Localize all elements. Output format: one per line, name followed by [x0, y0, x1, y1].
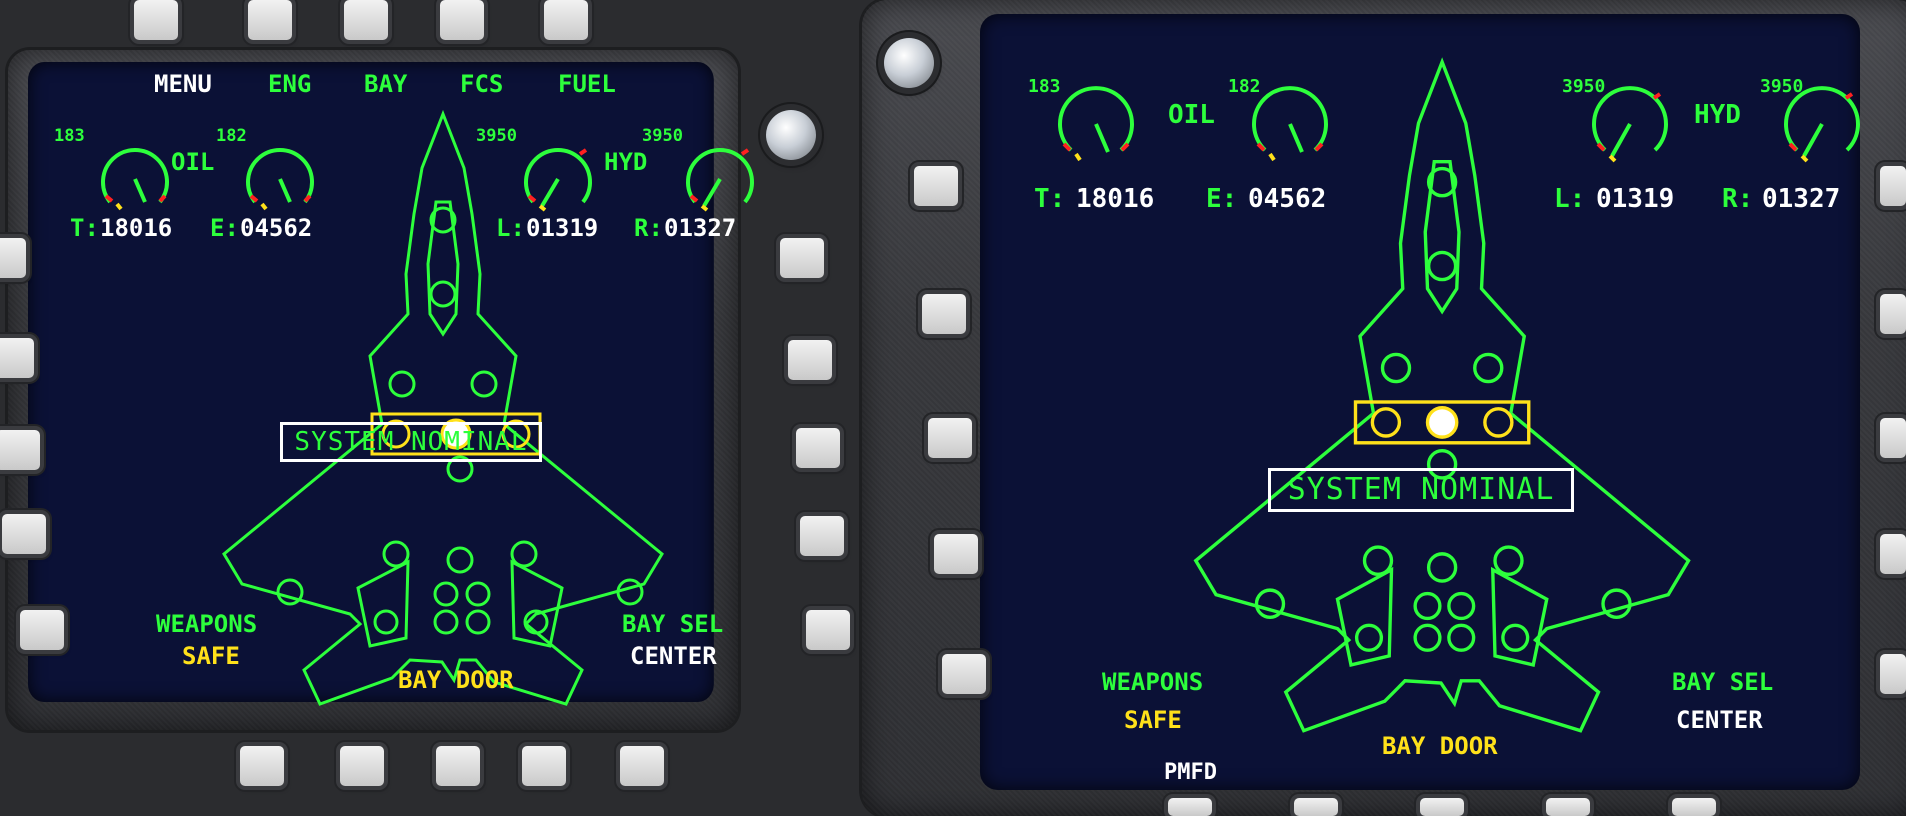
hyd-left-value-r: 3950 — [1562, 76, 1606, 97]
left-osb-right-1[interactable] — [780, 238, 824, 278]
bay-door-label-r: BAY DOOR — [1382, 732, 1498, 760]
hyd-left-value: 3950 — [476, 126, 517, 146]
oil-label-r: OIL — [1168, 100, 1215, 130]
left-osb-top-3[interactable] — [344, 0, 388, 40]
bay-door-label: BAY DOOR — [398, 666, 514, 694]
aircraft-planform-r — [1193, 57, 1691, 733]
weapons-state: SAFE — [182, 642, 240, 670]
l-value: 01319 — [526, 214, 599, 242]
right-osb-right-5[interactable] — [1880, 654, 1906, 694]
e-value-r: 04562 — [1248, 184, 1327, 214]
right-osb-bottom-2[interactable] — [1294, 798, 1338, 816]
right-osb-left-3[interactable] — [928, 418, 972, 458]
left-osb-left-1[interactable] — [0, 238, 26, 278]
hyd-right-value-r: 3950 — [1760, 76, 1804, 97]
right-osb-bottom-5[interactable] — [1672, 798, 1716, 816]
left-osb-left-4[interactable] — [2, 514, 46, 554]
oil-right-value: 182 — [216, 126, 247, 146]
oil-left-gauge-r — [1058, 86, 1134, 162]
right-osb-left-4[interactable] — [934, 534, 978, 574]
right-osb-right-2[interactable] — [1880, 294, 1906, 334]
system-status-text: SYSTEM NOMINAL — [294, 427, 528, 457]
menu-label-eng: ENG — [268, 70, 312, 98]
e-label: E: — [210, 214, 239, 242]
r-label: R: — [634, 214, 663, 242]
system-status-box-r: SYSTEM NOMINAL — [1268, 468, 1574, 512]
right-osb-bottom-1[interactable] — [1168, 798, 1212, 816]
oil-left-gauge — [101, 148, 169, 211]
left-osb-bottom-5[interactable] — [620, 746, 664, 786]
l-value-r: 01319 — [1596, 184, 1675, 214]
l-label: L: — [496, 214, 525, 242]
hyd-right-value: 3950 — [642, 126, 683, 146]
r-value: 01327 — [664, 214, 737, 242]
left-osb-top-5[interactable] — [544, 0, 588, 40]
hyd-label-r: HYD — [1694, 100, 1741, 130]
t-label-r: T: — [1034, 184, 1066, 214]
weapons-state-r: SAFE — [1124, 706, 1182, 734]
bay-sel-label: BAY SEL — [622, 610, 724, 638]
menu-label-menu: MENU — [154, 70, 212, 98]
hyd-right-gauge-r — [1784, 86, 1860, 163]
left-osb-right-5[interactable] — [806, 610, 850, 650]
left-brightness-knob[interactable] — [766, 110, 816, 160]
t-label: T: — [70, 214, 99, 242]
bay-sel-label-r: BAY SEL — [1672, 668, 1774, 696]
bay-sel-value: CENTER — [630, 642, 717, 670]
hyd-right-gauge — [686, 148, 754, 212]
system-status-box: SYSTEM NOMINAL — [280, 422, 542, 462]
weapons-label: WEAPONS — [156, 610, 258, 638]
left-osb-right-3[interactable] — [796, 428, 840, 468]
t-value: 18016 — [100, 214, 173, 242]
menu-label-fcs: FCS — [460, 70, 504, 98]
left-osb-bottom-3[interactable] — [436, 746, 480, 786]
l-label-r: L: — [1554, 184, 1586, 214]
aircraft-planform — [222, 109, 664, 706]
oil-right-gauge — [246, 148, 314, 211]
right-osb-bottom-3[interactable] — [1420, 798, 1464, 816]
left-osb-left-3[interactable] — [0, 430, 40, 470]
right-brightness-knob[interactable] — [884, 38, 934, 88]
hyd-label: HYD — [604, 148, 648, 176]
e-value: 04562 — [240, 214, 313, 242]
left-osb-top-1[interactable] — [134, 0, 178, 40]
left-osb-top-2[interactable] — [248, 0, 292, 40]
oil-left-value-r: 183 — [1028, 76, 1061, 97]
left-osb-bottom-2[interactable] — [340, 746, 384, 786]
left-osb-bottom-4[interactable] — [522, 746, 566, 786]
left-osb-bottom-1[interactable] — [240, 746, 284, 786]
right-osb-left-2[interactable] — [922, 294, 966, 334]
left-osb-left-2[interactable] — [0, 338, 34, 378]
oil-left-value: 183 — [54, 126, 85, 146]
right-osb-left-1[interactable] — [914, 166, 958, 206]
right-mfd-display: 183 OIL 182 3950 HYD 3950 T: 18016 E: 04… — [980, 14, 1860, 790]
menu-label-bay: BAY — [364, 70, 408, 98]
oil-right-value-r: 182 — [1228, 76, 1261, 97]
oil-right-gauge-r — [1252, 86, 1328, 162]
oil-label: OIL — [171, 148, 215, 176]
e-label-r: E: — [1206, 184, 1238, 214]
pmfd-label: PMFD — [1164, 760, 1217, 785]
right-osb-right-3[interactable] — [1880, 418, 1906, 458]
left-osb-top-4[interactable] — [440, 0, 484, 40]
right-osb-right-4[interactable] — [1880, 534, 1906, 574]
left-osb-right-4[interactable] — [800, 516, 844, 556]
left-osb-left-5[interactable] — [20, 610, 64, 650]
system-status-text-r: SYSTEM NOMINAL — [1287, 472, 1555, 507]
r-label-r: R: — [1722, 184, 1754, 214]
menu-label-fuel: FUEL — [558, 70, 616, 98]
left-mfd-display: MENU ENG BAY FCS FUEL 183 OIL 182 3950 H… — [30, 62, 790, 706]
right-osb-left-5[interactable] — [942, 654, 986, 694]
t-value-r: 18016 — [1076, 184, 1155, 214]
right-osb-right-1[interactable] — [1880, 166, 1906, 206]
left-osb-right-2[interactable] — [788, 340, 832, 380]
hyd-left-gauge-r — [1592, 86, 1668, 163]
right-osb-bottom-4[interactable] — [1546, 798, 1590, 816]
weapons-label-r: WEAPONS — [1102, 668, 1204, 696]
r-value-r: 01327 — [1762, 184, 1841, 214]
bay-sel-value-r: CENTER — [1676, 706, 1763, 734]
hyd-left-gauge — [524, 148, 592, 212]
